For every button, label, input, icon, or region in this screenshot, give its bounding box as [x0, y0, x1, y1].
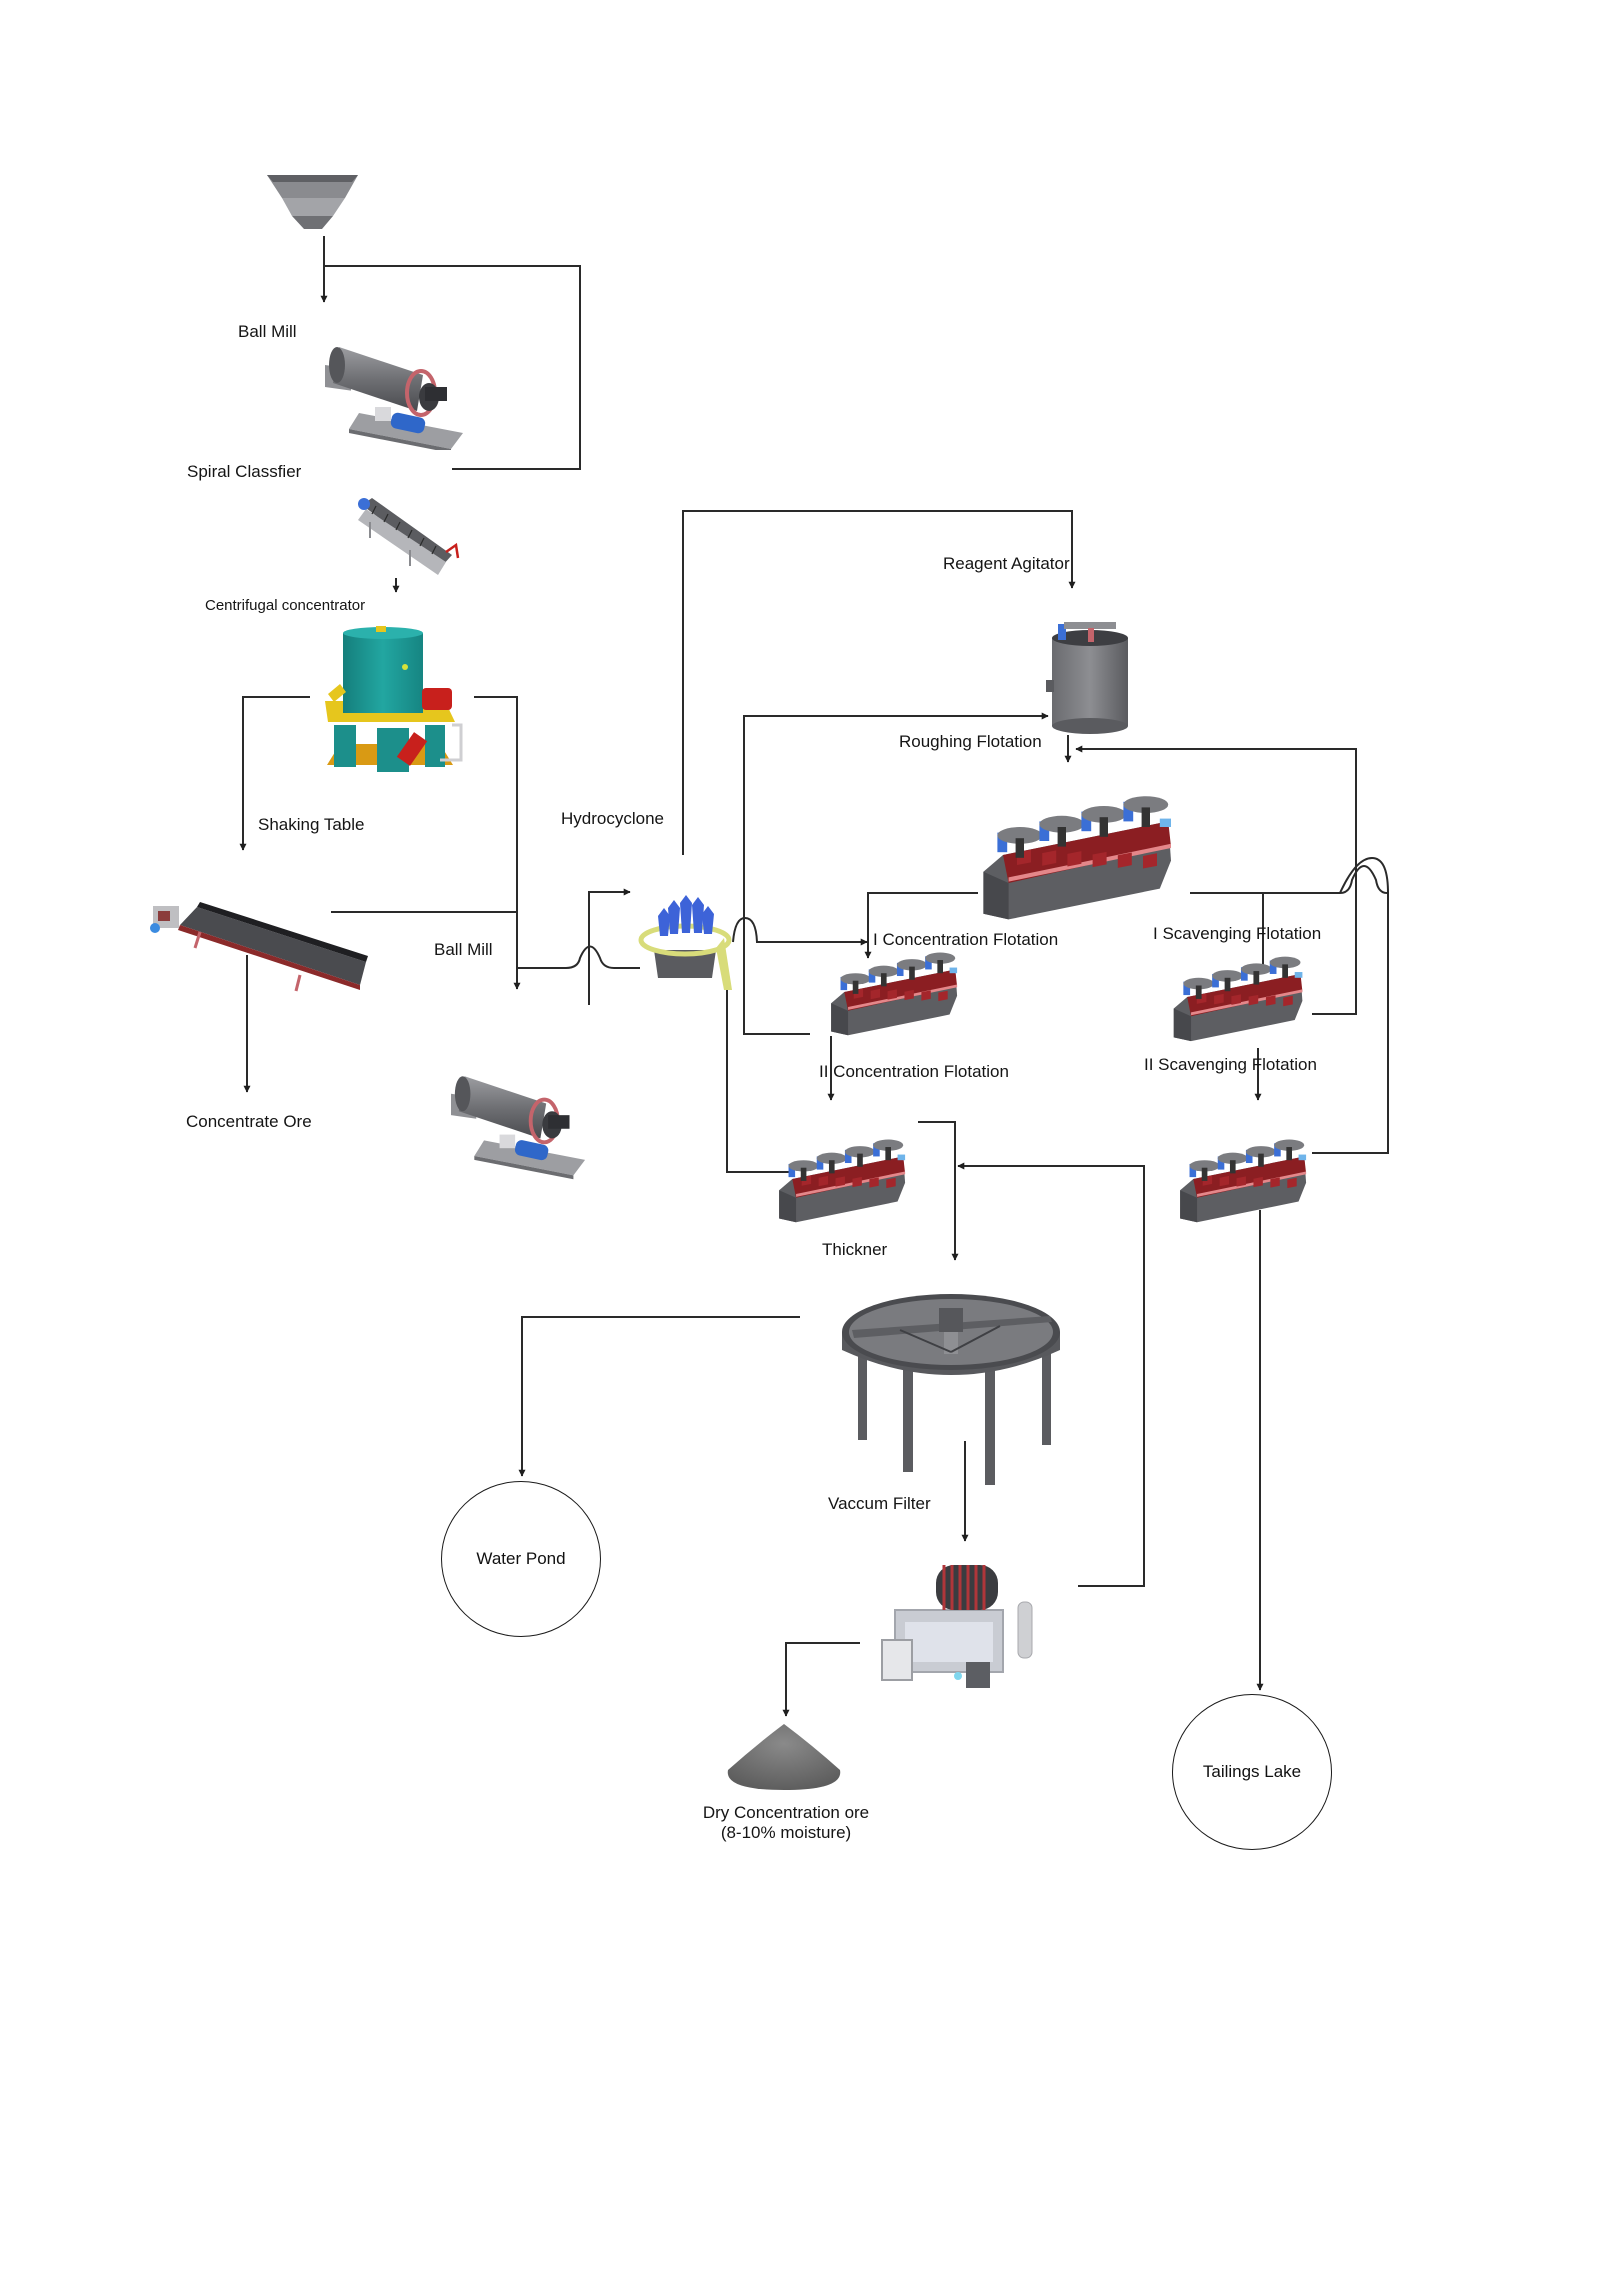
flow-lines: [239, 236, 1389, 1717]
flow-overflow-to-agitator: [682, 510, 1076, 855]
flow-roughing-to-scav: [1190, 865, 1388, 894]
tailings-lake-label: Tailings Lake: [1202, 1762, 1302, 1781]
flow-thickener-to-pond: [518, 1316, 800, 1477]
centrifugal-concentrator-icon: [325, 626, 463, 772]
thickener-label: Thickner: [822, 1240, 888, 1259]
hydrocyclone-label: Hydrocyclone: [561, 809, 664, 828]
scavenging-flotation-2-label: II Scavenging Flotation: [1144, 1055, 1317, 1074]
flotation-cell-icon: [983, 796, 1171, 920]
ore-pile-icon: [727, 1724, 841, 1790]
water-pond-label: Water Pond: [476, 1549, 566, 1568]
flow-conc-tails-loop: [743, 712, 1049, 1035]
hydrocyclone-icon: [638, 895, 732, 990]
flow-conc2-to-thickener: [918, 1121, 959, 1261]
agitator-tank-icon: [1046, 622, 1128, 734]
ball-mill-label: Ball Mill: [238, 322, 297, 341]
flow-centrifugal-tails: [474, 696, 521, 990]
roughing-flotation-label: Roughing Flotation: [899, 732, 1042, 751]
hopper-icon: [267, 175, 358, 229]
flow-classifier-return: [324, 265, 581, 470]
vacuum-filter-icon: [881, 1565, 1033, 1688]
flow-hydro-down: [726, 990, 790, 1173]
concentration-flotation-2-label: II Concentration Flotation: [819, 1062, 1009, 1081]
vacuum-filter-label: Vaccum Filter: [828, 1494, 931, 1513]
flow-centrifugal-to-table: [239, 696, 310, 851]
shaking-table-icon: [150, 902, 368, 992]
thickener-icon: [842, 1294, 1060, 1485]
flow-mill-to-hydrocyclone: [517, 945, 640, 969]
ball-mill-icon: [325, 345, 465, 450]
flotation-cell-icon: [1180, 1139, 1307, 1223]
spiral-classifier-icon: [358, 498, 460, 575]
ball-mill-icon: [451, 1076, 585, 1179]
shaking-table-label: Shaking Table: [258, 815, 365, 834]
flow-hydro-to-conc1: [732, 916, 868, 946]
flow-roughing-to-conc1: [864, 892, 978, 959]
flotation-cell-icon: [779, 1139, 906, 1223]
spiral-classifier-label: Spiral Classfier: [187, 462, 302, 481]
reagent-agitator-label: Reagent Agitator: [943, 554, 1070, 573]
flotation-cell-icon: [831, 952, 958, 1036]
flow-scav2-return: [1312, 856, 1389, 1154]
dry-concentrate-label-line1: Dry Concentration ore: [702, 1803, 870, 1822]
ball-mill-2-label: Ball Mill: [434, 940, 493, 959]
centrifugal-concentrator-label: Centrifugal concentrator: [205, 597, 366, 614]
flow-scav1-return: [1075, 745, 1357, 1015]
flotation-cell-icon: [1173, 956, 1303, 1042]
flow-underflow-riser: [588, 888, 631, 1005]
scavenging-flotation-1-label: I Scavenging Flotation: [1153, 924, 1322, 943]
flow-filtrate-return: [957, 1162, 1145, 1587]
flow-filter-to-dry: [782, 1642, 860, 1717]
tailings-lake-node: Tailings Lake: [1172, 1694, 1332, 1850]
dry-concentrate-label-line2: (8-10% moisture): [720, 1823, 852, 1843]
water-pond-node: Water Pond: [441, 1481, 601, 1637]
concentration-flotation-1-label: I Concentration Flotation: [873, 930, 1059, 949]
concentrate-ore-label: Concentrate Ore: [186, 1112, 312, 1131]
dry-concentrate-label: Dry Concentration ore (8-10% moisture): [703, 1803, 869, 1844]
